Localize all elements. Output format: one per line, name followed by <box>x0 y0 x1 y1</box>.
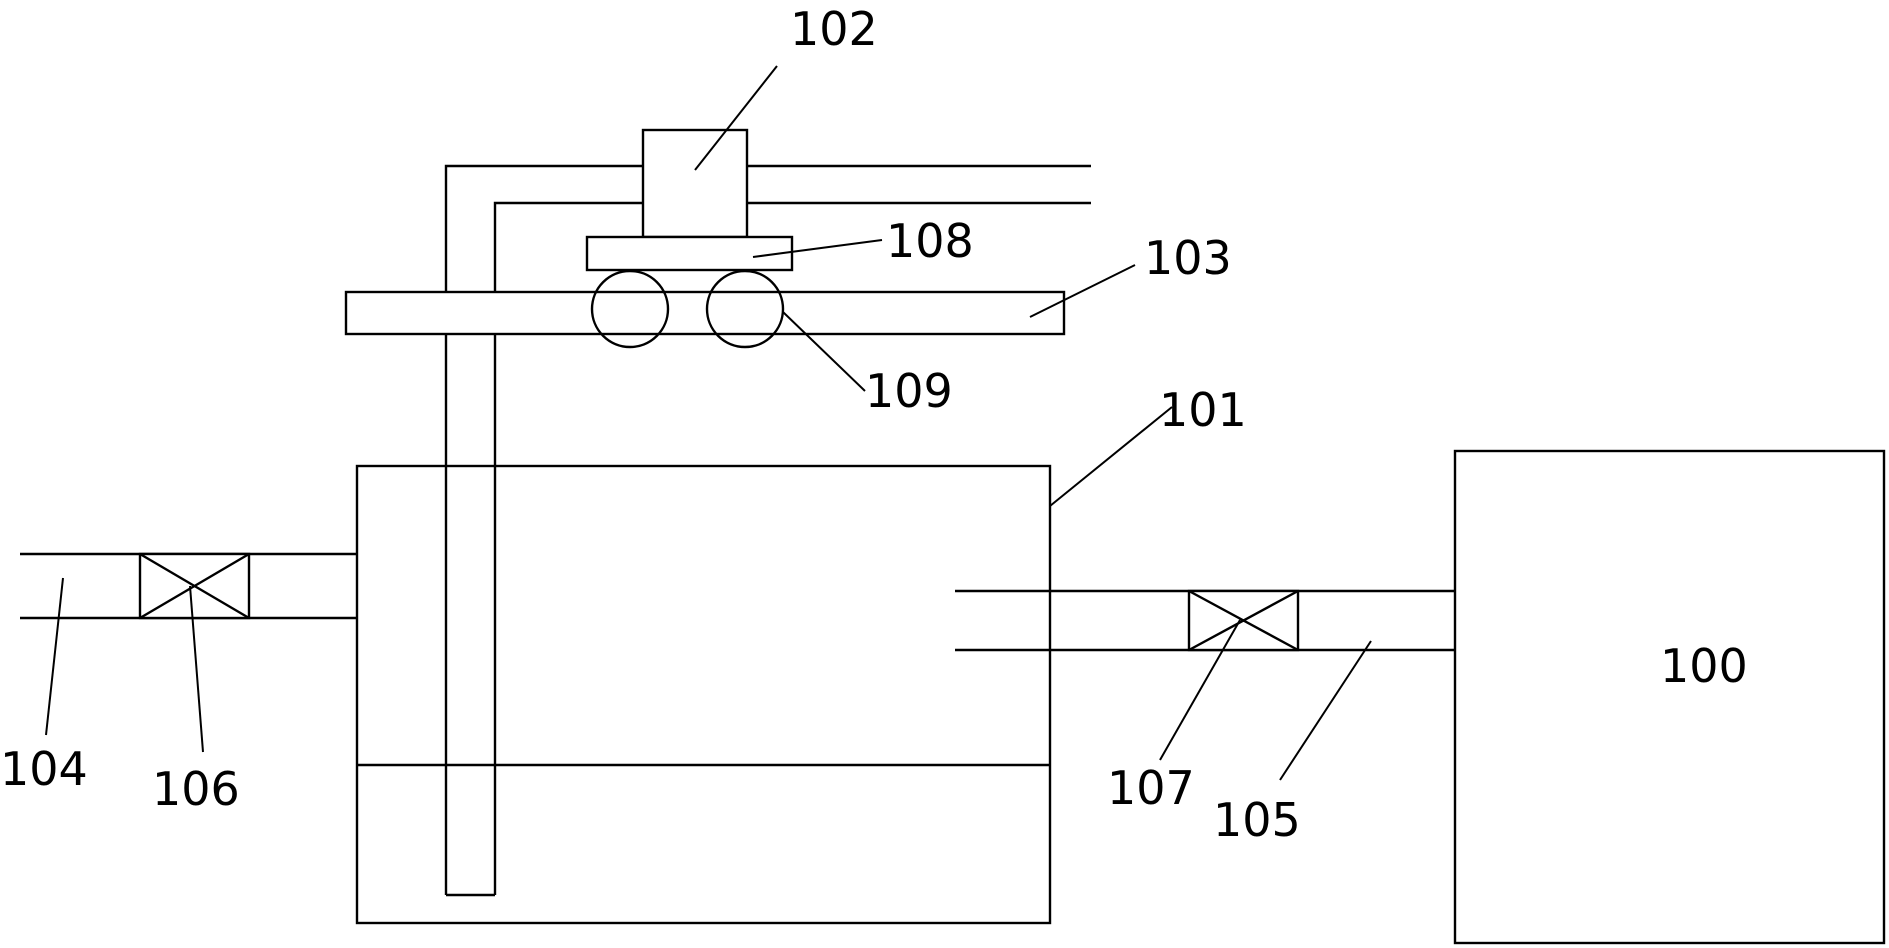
leader-106 <box>189 585 204 753</box>
tank-101 <box>355 464 1052 925</box>
roller-right <box>705 269 785 349</box>
leader-103 <box>1029 264 1136 318</box>
valve-107-cross-b <box>1188 589 1299 652</box>
leader-101 <box>1049 406 1173 507</box>
reference-labels: 102 108 103 109 101 100 104 106 107 105 <box>0 2 1748 847</box>
vertical-pipe <box>444 164 1091 897</box>
plate-108 <box>585 235 794 272</box>
label-106: 106 <box>152 762 240 816</box>
leader-107 <box>1159 619 1241 761</box>
leader-109 <box>782 311 866 392</box>
label-103: 103 <box>1144 231 1232 285</box>
label-102: 102 <box>790 2 878 56</box>
label-104: 104 <box>0 742 88 796</box>
valve-106-cross-b <box>139 552 250 620</box>
label-107: 107 <box>1107 761 1195 815</box>
block-100 <box>1453 449 1886 945</box>
roller-left <box>590 269 670 349</box>
pipe-inner-wall <box>493 201 1091 895</box>
pipe-outer-wall <box>444 164 1091 895</box>
rollers-109 <box>590 269 785 349</box>
label-105: 105 <box>1213 793 1301 847</box>
motor-102 <box>641 128 749 239</box>
leader-108 <box>752 239 883 258</box>
leader-lines <box>45 65 1372 781</box>
tank-outline <box>355 464 1052 925</box>
label-108: 108 <box>886 214 974 268</box>
label-101: 101 <box>1159 383 1247 437</box>
label-109: 109 <box>865 364 953 418</box>
valve-107 <box>1187 589 1300 652</box>
rail-103 <box>344 290 1066 336</box>
label-100: 100 <box>1660 639 1748 693</box>
leader-102 <box>694 65 778 171</box>
leader-105 <box>1279 640 1372 781</box>
leader-104 <box>45 577 64 736</box>
valve-106 <box>138 552 251 620</box>
